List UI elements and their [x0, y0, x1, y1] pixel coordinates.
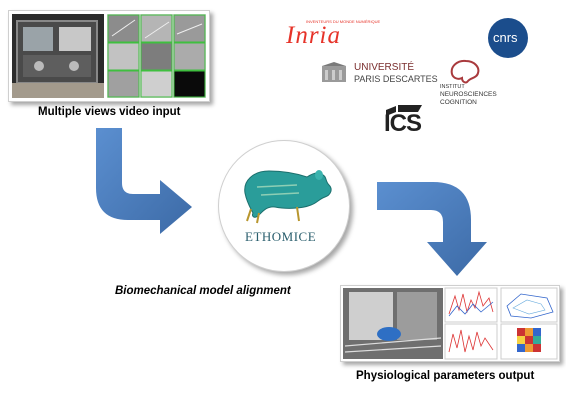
univ-line1: UNIVERSITÉ [354, 62, 415, 73]
arrow-right-down-icon [377, 182, 487, 276]
univ-emblem-icon [322, 62, 346, 82]
ethomice-model: ETHOMICE [218, 140, 350, 272]
inc-line1: INSTITUT [440, 84, 465, 90]
brain-icon [450, 59, 480, 84]
video-input-panel [8, 10, 210, 102]
ics-icon [386, 105, 422, 116]
inc-line2: COGNITION [440, 99, 477, 106]
inria-logo: INVENTEURS DU MONDE NUMÉRIQUE Inria [286, 18, 391, 50]
caption-output: Physiological parameters output [356, 370, 535, 382]
inria-name: Inria [286, 22, 341, 49]
cnrs-logo: cnrs [488, 18, 528, 58]
arrow-down-right-icon [96, 128, 192, 234]
caption-alignment: Biomechanical model alignment [115, 285, 291, 297]
output-panel [340, 285, 560, 362]
video-input-image [12, 14, 206, 98]
inc-line1b: NEUROSCIENCES [440, 91, 497, 98]
ics-text: ICS [384, 110, 422, 137]
univ-line2: PARIS DESCARTES [354, 74, 438, 84]
inria-tagline: INVENTEURS DU MONDE NUMÉRIQUE [306, 19, 381, 24]
univ-paris-descartes-logo: UNIVERSITÉ PARIS DESCARTES [320, 60, 438, 88]
cnrs-text: cnrs [493, 30, 518, 45]
ics-logo: ICS [382, 102, 442, 142]
ethomice-label: ETHOMICE [245, 229, 317, 244]
caption-video-input: Multiple views video input [38, 106, 181, 118]
output-image [343, 287, 558, 360]
institut-neurosciences-logo: INSTITUT NEUROSCIENCES COGNITION [440, 58, 520, 108]
mouse-model-icon [244, 170, 332, 224]
